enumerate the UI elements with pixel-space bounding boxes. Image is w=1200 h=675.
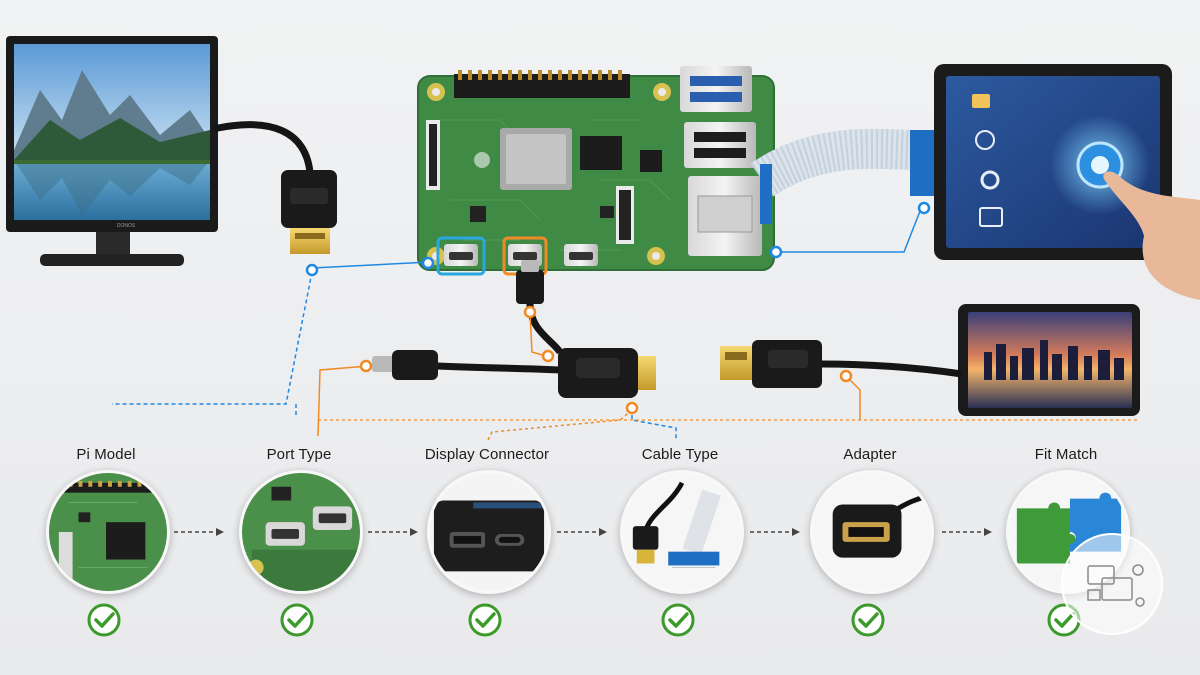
cable-and-ribbon-icon [620,470,744,594]
step-adapter: Adapter [800,440,940,650]
flow-arrow-icon [942,528,992,536]
flow-arrow-icon [750,528,800,536]
check-icon [661,603,695,637]
center-cable [372,303,656,398]
check-icon [87,603,121,637]
step-pi-model: Pi Model [36,440,176,650]
monitor [6,36,218,266]
pi-board-closeup-icon [46,470,170,594]
step-label: Cable Type [641,446,719,463]
connector-lines [112,205,1140,441]
step-port-type: Port Type [229,440,369,650]
hdmi-female-adapter-icon [810,470,934,594]
step-label: Pi Model [76,446,136,463]
touch-tablet [934,64,1200,300]
corner-emblem-icon [1061,533,1163,635]
step-label: Fit Match [1034,446,1098,463]
usb-a-cable [720,340,963,388]
step-label: Port Type [266,446,332,463]
raspberry-pi-board [417,66,775,276]
monitor-cable [214,121,314,176]
usb-c-plug-below-board [516,260,544,304]
monitor-brand-text: DONOS [117,223,136,229]
flow-arrow-icon [557,528,607,536]
check-icon [468,603,502,637]
flow-arrow-icon [174,528,224,536]
check-icon [280,603,314,637]
hdmi-usbc-connector-panel-icon [427,470,551,594]
flow-arrow-icon [368,528,418,536]
step-cable-type: Cable Type [610,440,750,650]
step-label: Adapter [843,446,897,463]
step-label: Display Connector [424,446,550,463]
step-display-connector: Display Connector [414,440,560,650]
connector-dots [305,201,931,415]
hdmi-plug-left [281,170,337,254]
ribbon-cable [750,128,936,224]
check-icon [851,603,885,637]
small-display [958,304,1140,416]
micro-hdmi-ports-closeup-icon [239,470,363,594]
